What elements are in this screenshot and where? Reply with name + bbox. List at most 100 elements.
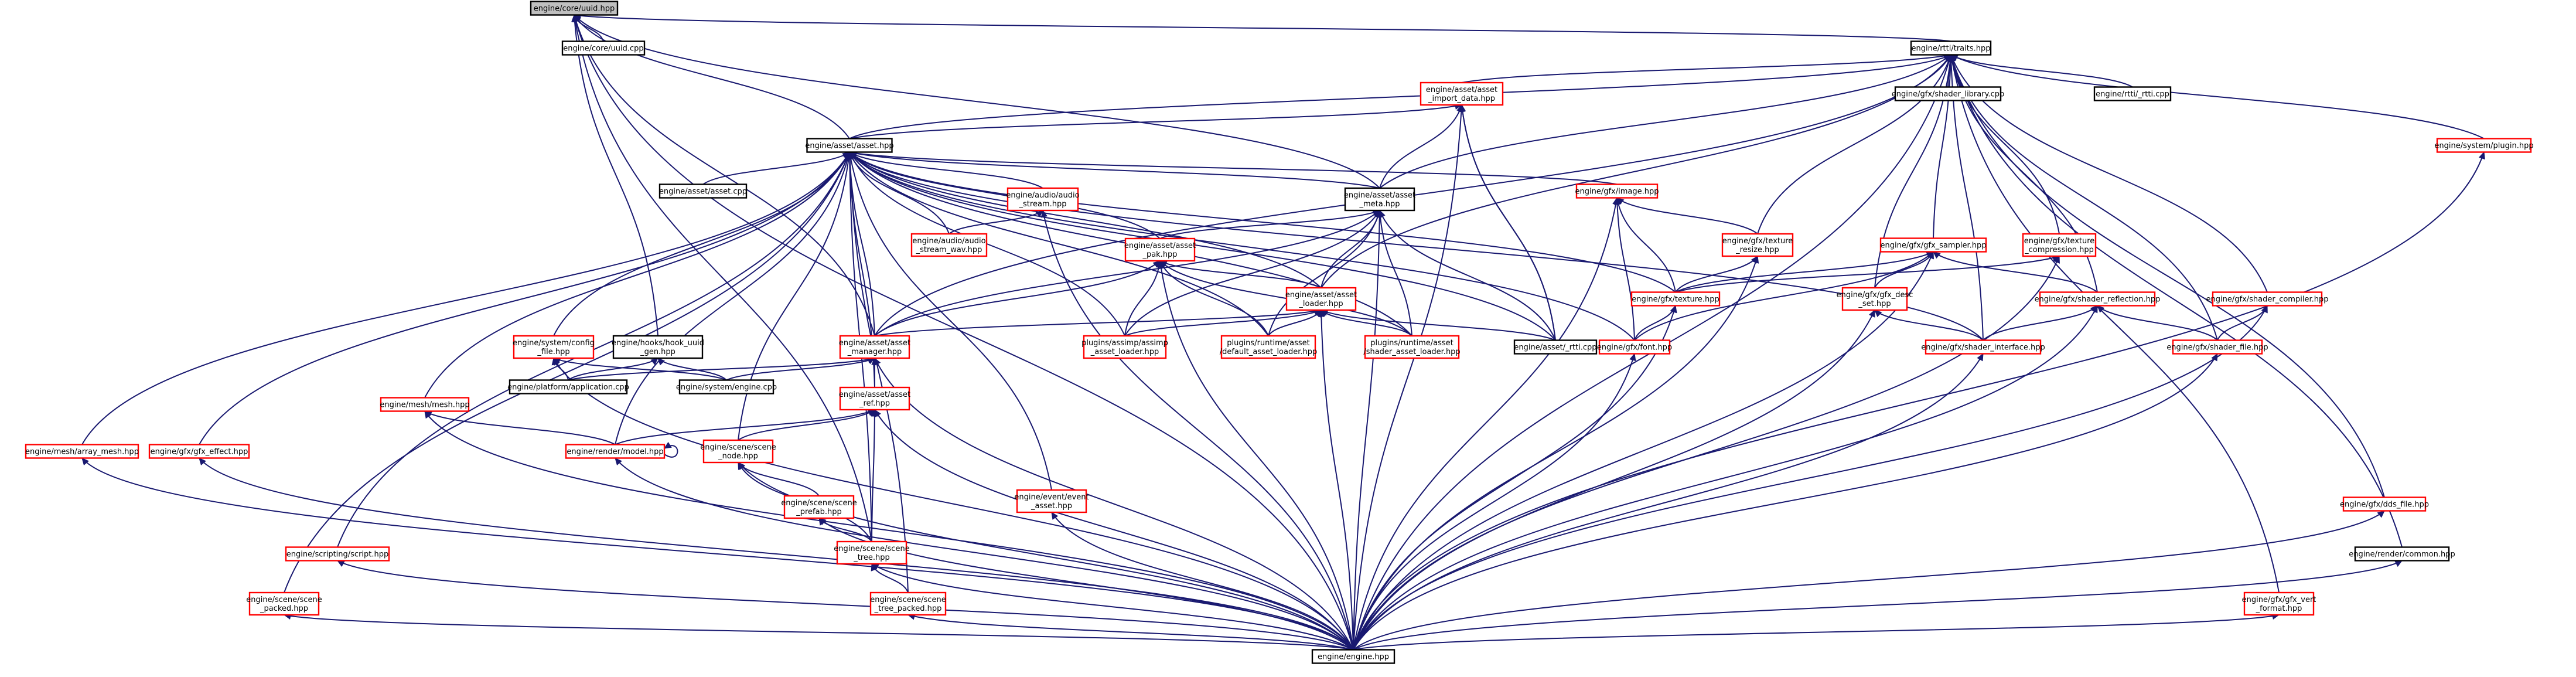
node-shader-compiler[interactable]: engine/gfx/shader_compiler.hpp <box>2206 291 2329 307</box>
node-box[interactable] <box>1894 86 2002 101</box>
node-scene-prefab[interactable]: engine/scene/scene_prefab.hpp <box>781 495 857 519</box>
node-gfx-dds-file[interactable]: engine/gfx/dds_file.hpp <box>2340 496 2429 512</box>
node-rtti-cpp[interactable]: engine/rtti/_rtti.cpp <box>2093 86 2172 101</box>
node-box[interactable] <box>1841 287 1908 311</box>
node-box[interactable] <box>1285 287 1357 311</box>
node-gfx-effect[interactable]: engine/gfx/gfx_effect.hpp <box>148 444 250 459</box>
node-box[interactable] <box>1575 183 1659 199</box>
node-scene-tree-packed[interactable]: engine/scene/scene_tree_packed.hpp <box>869 591 947 616</box>
node-scene-node[interactable]: engine/scene/scene_node.hpp <box>700 439 776 464</box>
node-box[interactable] <box>565 444 666 459</box>
node-gfx-vert-format[interactable]: engine/gfx/gfx_vert_format.hpp <box>2242 591 2316 616</box>
node-rtti-traits[interactable]: engine/rtti/traits.hpp <box>1910 40 1992 56</box>
node-event-asset[interactable]: engine/event/event_asset.hpp <box>1014 489 1089 513</box>
node-box[interactable] <box>1513 339 1598 355</box>
node-asset[interactable]: engine/asset/asset.hpp <box>805 138 894 153</box>
node-box[interactable] <box>509 379 628 394</box>
node-scene-packed[interactable]: engine/scene/scene_packed.hpp <box>246 591 322 616</box>
node-render-model[interactable]: engine/render/model.hpp <box>565 444 666 459</box>
node-asset-ref[interactable]: engine/asset/asset_ref.hpp <box>839 386 910 411</box>
node-shader-reflection[interactable]: engine/gfx/shader_reflection.hpp <box>2035 291 2161 307</box>
node-platform-application[interactable]: engine/platform/application.cpp <box>507 379 629 394</box>
node-box[interactable] <box>806 138 893 153</box>
node-box[interactable] <box>25 444 139 459</box>
node-box[interactable] <box>658 183 748 199</box>
node-box[interactable] <box>1364 335 1460 359</box>
node-render-common[interactable]: engine/render/common.hpp <box>2349 546 2455 562</box>
node-box[interactable] <box>836 540 907 565</box>
node-uuid[interactable]: engine/core/uuid.hpp <box>530 1 619 16</box>
node-box[interactable] <box>148 444 250 459</box>
node-system-config-file[interactable]: engine/system/config_file.hpp <box>513 335 595 359</box>
node-box[interactable] <box>839 386 910 411</box>
node-box[interactable] <box>702 439 774 464</box>
node-box[interactable] <box>1344 187 1415 212</box>
node-audio-stream[interactable]: engine/audio/audio_stream.hpp <box>1006 187 1080 212</box>
node-shader-asset-loader[interactable]: plugins/runtime/asset/shader_asset_loade… <box>1363 335 1461 359</box>
node-box[interactable] <box>1879 237 1987 253</box>
node-box[interactable] <box>1721 233 1794 257</box>
node-box[interactable] <box>2093 86 2172 101</box>
node-box[interactable] <box>612 335 704 359</box>
node-box[interactable] <box>2022 233 2097 257</box>
node-gfx-image[interactable]: engine/gfx/image.hpp <box>1575 183 1659 199</box>
node-box[interactable] <box>285 546 390 562</box>
node-asset-rtti[interactable]: engine/asset/_rtti.cpp <box>1513 339 1598 355</box>
node-system-engine[interactable]: engine/system/engine.cpp <box>676 379 777 394</box>
node-gfx-font[interactable]: engine/gfx/font.hpp <box>1597 339 1672 355</box>
node-box[interactable] <box>839 335 910 359</box>
node-array-mesh[interactable]: engine/mesh/array_mesh.hpp <box>25 444 139 459</box>
node-box[interactable] <box>910 233 988 257</box>
node-gfx-texture[interactable]: engine/gfx/texture.hpp <box>1630 291 1721 307</box>
node-gfx-desc-set[interactable]: engine/gfx/gfx_desc_set.hpp <box>1837 287 1913 311</box>
node-engine[interactable]: engine/engine.hpp <box>1311 649 1396 664</box>
node-asset-import-data[interactable]: engine/asset/asset_import_data.hpp <box>1420 81 1504 106</box>
node-box[interactable] <box>248 591 320 616</box>
node-scene-tree[interactable]: engine/scene/scene_tree.hpp <box>834 540 910 565</box>
node-box[interactable] <box>1910 40 1992 56</box>
node-box[interactable] <box>2243 591 2315 616</box>
node-gfx-texture-compression[interactable]: engine/gfx/texture_compression.hpp <box>2022 233 2097 257</box>
node-box[interactable] <box>380 397 470 412</box>
node-box[interactable] <box>2212 291 2323 307</box>
node-gfx-sampler[interactable]: engine/gfx/gfx_sampler.hpp <box>1879 237 1987 253</box>
node-box[interactable] <box>1630 291 1721 307</box>
node-box[interactable] <box>2354 546 2450 562</box>
node-box[interactable] <box>561 40 646 56</box>
node-shader-file[interactable]: engine/gfx/shader_file.hpp <box>2166 339 2268 355</box>
node-audio-stream-wav[interactable]: engine/audio/audio_stream_wav.hpp <box>910 233 988 257</box>
node-box[interactable] <box>1016 489 1087 513</box>
node-asset-loader[interactable]: engine/asset/asset_loader.hpp <box>1285 287 1357 311</box>
node-assimp-loader[interactable]: plugins/assimp/assimp_asset_loader.hpp <box>1081 335 1168 359</box>
node-asset-meta[interactable]: engine/asset/asset_meta.hpp <box>1344 187 1415 212</box>
node-scripting-script[interactable]: engine/scripting/script.hpp <box>285 546 390 562</box>
node-box[interactable] <box>2342 496 2427 512</box>
node-box[interactable] <box>783 495 855 519</box>
node-gfx-texture-resize[interactable]: engine/gfx/texture_resize.hpp <box>1721 233 1794 257</box>
node-box[interactable] <box>2436 138 2532 153</box>
node-box[interactable] <box>1124 237 1196 262</box>
node-plugin[interactable]: engine/system/plugin.hpp <box>2434 138 2534 153</box>
node-box[interactable] <box>1083 335 1167 359</box>
node-default-loader[interactable]: plugins/runtime/asset/default_asset_load… <box>1220 335 1318 359</box>
node-box[interactable] <box>1420 81 1504 106</box>
node-box[interactable] <box>1925 339 2042 355</box>
node-box[interactable] <box>2172 339 2263 355</box>
node-box[interactable] <box>2039 291 2156 307</box>
node-box[interactable] <box>869 591 947 616</box>
node-box[interactable] <box>678 379 774 394</box>
node-box[interactable] <box>1220 335 1316 359</box>
node-shader-library[interactable]: engine/gfx/shader_library.cpp <box>1892 86 2004 101</box>
node-shader-interface[interactable]: engine/gfx/shader_interface.hpp <box>1921 339 2045 355</box>
node-box[interactable] <box>530 1 619 16</box>
node-uuid-cpp[interactable]: engine/core/uuid.cpp <box>561 40 646 56</box>
node-asset-cpp[interactable]: engine/asset/asset.cpp <box>658 183 748 199</box>
node-box[interactable] <box>1006 187 1079 212</box>
node-box[interactable] <box>1598 339 1671 355</box>
node-box[interactable] <box>1311 649 1396 664</box>
node-hook-uuid-gen[interactable]: engine/hooks/hook_uuid_gen.hpp <box>612 335 704 359</box>
node-asset-manager[interactable]: engine/asset/asset_manager.hpp <box>839 335 910 359</box>
node-asset-pak[interactable]: engine/asset/asset_pak.hpp <box>1124 237 1196 262</box>
node-box[interactable] <box>513 335 595 359</box>
node-mesh[interactable]: engine/mesh/mesh.hpp <box>380 397 470 412</box>
